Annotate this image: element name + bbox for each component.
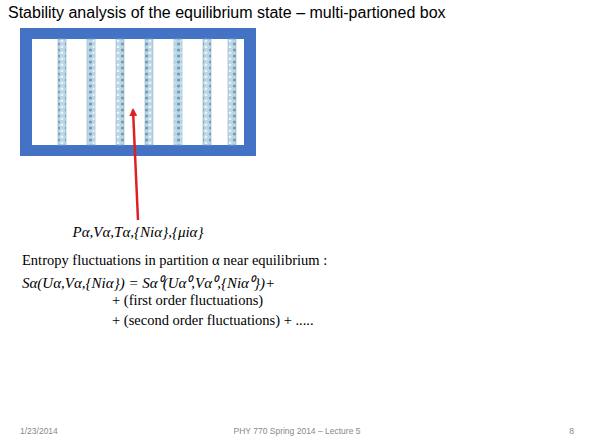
partitions <box>58 39 236 145</box>
partition-wall <box>87 39 95 145</box>
footer-course: PHY 770 Spring 2014 – Lecture 5 <box>234 426 361 436</box>
partition-wall <box>203 39 211 145</box>
partition-wall <box>174 39 182 145</box>
partition-wall <box>116 39 124 145</box>
box-wall <box>20 28 256 156</box>
partition-wall <box>58 39 66 145</box>
box-interior <box>32 39 244 145</box>
pointer-arrow <box>133 110 138 220</box>
footer-page: 8 <box>569 426 574 436</box>
partition-wall <box>145 39 153 145</box>
entropy-equation: Sα(Uα,Vα,{Niα}) = Sα⁰(Uα⁰,Vα⁰,{Niα⁰})+ <box>22 272 275 292</box>
state-variables: Pα,Vα,Tα,{Niα},{μiα} <box>73 224 204 241</box>
equation-term: + (first order fluctuations) <box>112 292 263 309</box>
body-text: Entropy fluctuations in partition α near… <box>22 252 327 269</box>
footer-date: 1/23/2014 <box>20 426 58 436</box>
slide-title: Stability analysis of the equilibrium st… <box>8 4 446 22</box>
partition-wall <box>228 39 236 145</box>
equation-term: + (second order fluctuations) + ..... <box>112 312 314 329</box>
